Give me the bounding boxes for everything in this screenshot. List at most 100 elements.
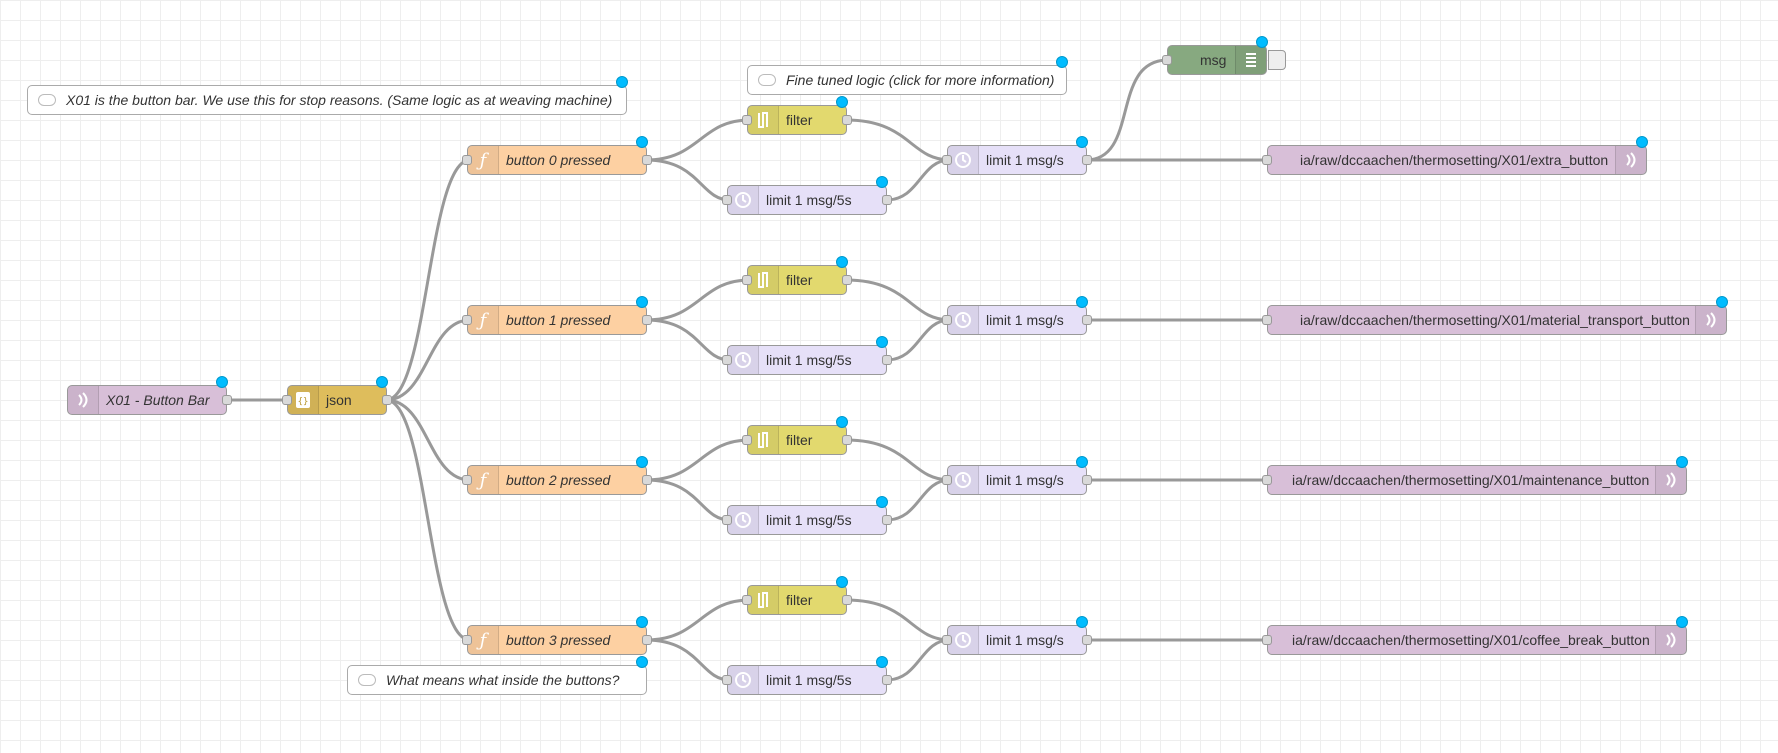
delay-node[interactable]: limit 1 msg/5s bbox=[722, 496, 892, 535]
changed-indicator bbox=[1076, 136, 1088, 148]
mqtt-out-node[interactable]: ia/raw/dccaachen/thermosetting/X01/mater… bbox=[1262, 296, 1728, 335]
input-port[interactable] bbox=[462, 475, 472, 485]
timer-icon bbox=[728, 346, 759, 374]
output-port[interactable] bbox=[842, 595, 852, 605]
mqtt-out-node[interactable]: ia/raw/dccaachen/thermosetting/X01/coffe… bbox=[1262, 616, 1688, 655]
output-port[interactable] bbox=[882, 675, 892, 685]
function-icon: ƒ bbox=[468, 466, 499, 494]
input-port[interactable] bbox=[1262, 155, 1272, 165]
filter-icon bbox=[748, 266, 779, 294]
output-port[interactable] bbox=[382, 395, 392, 405]
input-port[interactable] bbox=[1262, 315, 1272, 325]
output-port[interactable] bbox=[222, 395, 232, 405]
function-node[interactable]: ƒ button 3 pressed bbox=[462, 616, 652, 655]
svg-text:{}: {} bbox=[298, 397, 309, 407]
mqtt-out-node[interactable]: ia/raw/dccaachen/thermosetting/X01/maint… bbox=[1262, 456, 1688, 495]
delay-node[interactable]: limit 1 msg/s bbox=[942, 296, 1092, 335]
debug-node[interactable]: msg bbox=[1162, 36, 1286, 75]
timer-icon bbox=[728, 666, 759, 694]
changed-indicator bbox=[836, 96, 848, 108]
input-port[interactable] bbox=[722, 675, 732, 685]
output-port[interactable] bbox=[642, 155, 652, 165]
delay-node[interactable]: limit 1 msg/5s bbox=[722, 656, 892, 695]
wire bbox=[845, 118, 951, 162]
output-port[interactable] bbox=[1082, 315, 1092, 325]
filter-node[interactable]: filter bbox=[742, 96, 852, 135]
node-label: json bbox=[326, 392, 352, 408]
delay-node[interactable]: limit 1 msg/s bbox=[942, 616, 1092, 655]
delay-node[interactable]: limit 1 msg/5s bbox=[722, 336, 892, 375]
input-port[interactable] bbox=[462, 635, 472, 645]
input-port[interactable] bbox=[462, 315, 472, 325]
input-port[interactable] bbox=[942, 475, 952, 485]
function-node[interactable]: ƒ button 2 pressed bbox=[462, 456, 652, 495]
debug-toggle-button[interactable] bbox=[1268, 50, 1286, 70]
filter-node[interactable]: filter bbox=[742, 256, 852, 295]
filter-node[interactable]: filter bbox=[742, 416, 852, 455]
wire bbox=[645, 278, 751, 322]
changed-indicator bbox=[616, 76, 628, 88]
changed-indicator bbox=[876, 656, 888, 668]
input-port[interactable] bbox=[1162, 55, 1172, 65]
input-port[interactable] bbox=[462, 155, 472, 165]
input-port[interactable] bbox=[282, 395, 292, 405]
output-port[interactable] bbox=[1082, 155, 1092, 165]
delay-node[interactable]: limit 1 msg/5s bbox=[722, 176, 892, 215]
wire bbox=[645, 438, 751, 482]
input-port[interactable] bbox=[722, 515, 732, 525]
input-port[interactable] bbox=[942, 155, 952, 165]
function-icon: ƒ bbox=[468, 146, 499, 174]
output-port[interactable] bbox=[642, 475, 652, 485]
output-port[interactable] bbox=[642, 315, 652, 325]
output-port[interactable] bbox=[642, 635, 652, 645]
input-port[interactable] bbox=[942, 635, 952, 645]
output-port[interactable] bbox=[882, 195, 892, 205]
changed-indicator bbox=[1076, 616, 1088, 628]
json-node[interactable]: {} json bbox=[282, 376, 392, 415]
function-node[interactable]: ƒ button 1 pressed bbox=[462, 296, 652, 335]
mqtt-icon bbox=[1695, 306, 1726, 334]
output-port[interactable] bbox=[842, 115, 852, 125]
function-node[interactable]: ƒ button 0 pressed bbox=[462, 136, 652, 175]
output-port[interactable] bbox=[842, 435, 852, 445]
input-port[interactable] bbox=[1262, 475, 1272, 485]
filter-node[interactable]: filter bbox=[742, 576, 852, 615]
wire bbox=[385, 398, 471, 482]
input-port[interactable] bbox=[742, 435, 752, 445]
input-port[interactable] bbox=[942, 315, 952, 325]
input-port[interactable] bbox=[742, 115, 752, 125]
mqtt-out-node[interactable]: ia/raw/dccaachen/thermosetting/X01/extra… bbox=[1262, 136, 1648, 175]
wire bbox=[845, 598, 951, 642]
delay-node[interactable]: limit 1 msg/s bbox=[942, 456, 1092, 495]
input-port[interactable] bbox=[722, 355, 732, 365]
filter-icon bbox=[748, 106, 779, 134]
changed-indicator bbox=[876, 336, 888, 348]
timer-icon bbox=[948, 626, 979, 654]
input-port[interactable] bbox=[1262, 635, 1272, 645]
comment-what-means[interactable]: What means what inside the buttons? bbox=[347, 656, 648, 695]
node-label: button 3 pressed bbox=[506, 632, 611, 648]
output-port[interactable] bbox=[882, 355, 892, 365]
node-label: limit 1 msg/5s bbox=[766, 192, 852, 208]
mqtt-in-node[interactable]: X01 - Button Bar bbox=[67, 376, 232, 415]
output-port[interactable] bbox=[1082, 635, 1092, 645]
comment-button-bar[interactable]: X01 is the button bar. We use this for s… bbox=[27, 76, 628, 115]
timer-icon bbox=[948, 146, 979, 174]
output-port[interactable] bbox=[882, 515, 892, 525]
input-port[interactable] bbox=[742, 275, 752, 285]
comment-fine-tuned[interactable]: Fine tuned logic (click for more informa… bbox=[747, 56, 1068, 95]
comment-icon bbox=[758, 74, 776, 86]
input-port[interactable] bbox=[722, 195, 732, 205]
changed-indicator bbox=[836, 416, 848, 428]
changed-indicator bbox=[636, 616, 648, 628]
node-label: limit 1 msg/s bbox=[986, 472, 1064, 488]
mqtt-icon bbox=[1615, 146, 1646, 174]
delay-node[interactable]: limit 1 msg/s bbox=[942, 136, 1092, 175]
input-port[interactable] bbox=[742, 595, 752, 605]
output-port[interactable] bbox=[842, 275, 852, 285]
mqtt-icon bbox=[1655, 626, 1686, 654]
changed-indicator bbox=[876, 496, 888, 508]
output-port[interactable] bbox=[1082, 475, 1092, 485]
node-label: button 2 pressed bbox=[506, 472, 611, 488]
